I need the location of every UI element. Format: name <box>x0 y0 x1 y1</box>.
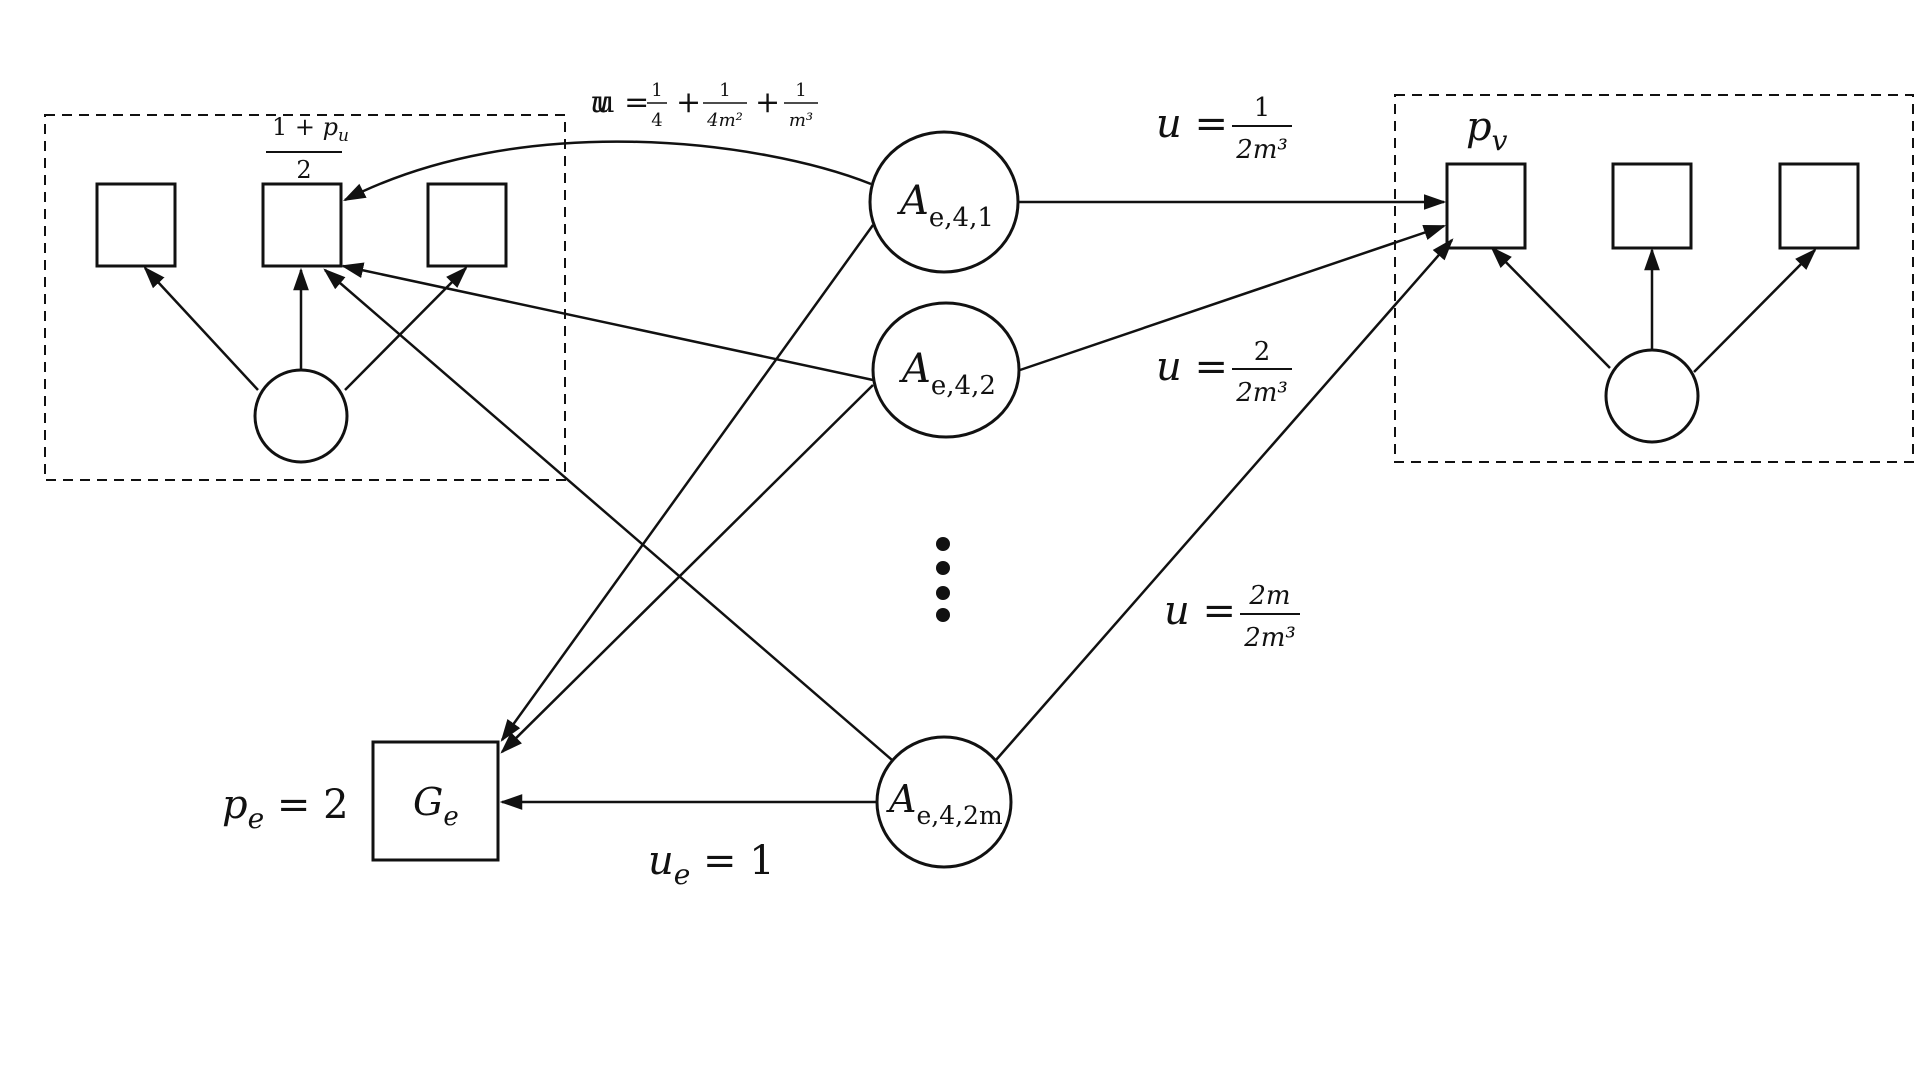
svg-text:uu =: uu = <box>590 85 649 120</box>
u-left-label: uu = 1 4 + 1 4m² + 1 m³ <box>590 80 818 131</box>
svg-text:1: 1 <box>1254 93 1271 123</box>
left-group-box <box>44 114 566 481</box>
ue-label: ue = 1 <box>648 838 775 891</box>
edge-a1-to-left-sq2 <box>342 140 872 202</box>
edge-a3-to-pv <box>995 238 1454 761</box>
edge-right-circle-to-sq1 <box>1490 246 1611 369</box>
svg-text:1: 1 <box>795 80 806 101</box>
pv-label: pv <box>1466 104 1508 157</box>
agent-a3-label: Ae,4,2m <box>886 777 1003 830</box>
svg-text:+: + <box>755 85 780 120</box>
edge-right-circle-to-sq3 <box>1693 248 1817 373</box>
u-right-2-label: u = 2 2m³ <box>1156 337 1292 408</box>
agent-a1-circle <box>868 130 1020 274</box>
svg-text:4: 4 <box>651 110 662 131</box>
edge-a2-to-left-sq2 <box>340 262 874 382</box>
left-circle <box>253 368 349 464</box>
svg-text:2: 2 <box>296 156 311 184</box>
svg-text:2m³: 2m³ <box>1235 378 1288 408</box>
edge-left-circle-to-sq3 <box>344 266 468 391</box>
svg-text:1: 1 <box>719 80 730 101</box>
svg-text:u =: u = <box>1156 344 1228 390</box>
left-square-3 <box>426 182 508 268</box>
svg-text:2: 2 <box>1254 337 1271 367</box>
left-square-1 <box>95 182 177 268</box>
u-right-1-label: u = 1 2m³ <box>1156 93 1292 165</box>
edge-a2-to-pv <box>1019 224 1447 372</box>
svg-text:1: 1 <box>651 80 662 101</box>
svg-text:1 + pu: 1 + pu <box>272 113 349 146</box>
right-circle <box>1604 348 1700 444</box>
right-square-1 <box>1445 162 1527 250</box>
right-square-2 <box>1611 162 1693 250</box>
edge-a2-to-ge <box>500 384 874 754</box>
svg-text:2m³: 2m³ <box>1235 135 1288 165</box>
agent-a3-circle <box>875 735 1013 869</box>
agent-a1-label: Ae,4,1 <box>896 178 994 233</box>
edge-a1-to-ge <box>500 224 875 742</box>
svg-text:2m: 2m <box>1248 581 1290 611</box>
svg-text:m³: m³ <box>789 110 813 131</box>
agent-a2-label: Ae,4,2 <box>898 346 996 401</box>
svg-text:2m³: 2m³ <box>1243 623 1296 653</box>
pe-label: pe = 2 <box>222 782 349 835</box>
left-square-2 <box>261 182 343 268</box>
svg-text:u =: u = <box>1164 588 1236 634</box>
edge-a3-to-left-sq2 <box>323 268 893 761</box>
right-square-3 <box>1778 162 1860 250</box>
ellipsis-dots <box>936 537 950 622</box>
u-right-3-label: u = 2m 2m³ <box>1164 581 1300 653</box>
agent-a2-circle <box>871 301 1021 439</box>
svg-text:4m²: 4m² <box>706 110 743 131</box>
svg-text:u =: u = <box>1156 101 1228 147</box>
ge-square <box>371 740 500 862</box>
ge-label: Ge <box>413 780 459 832</box>
edge-left-circle-to-sq1 <box>143 266 259 391</box>
left-price-fraction: 1 + pu 2 <box>266 113 349 184</box>
right-group-box <box>1394 94 1914 463</box>
svg-text:+: + <box>676 85 701 120</box>
